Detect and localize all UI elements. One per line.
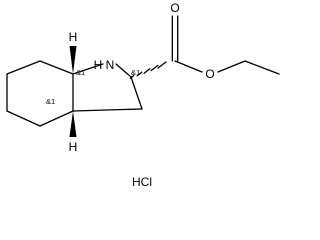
ester-group: O O xyxy=(129,1,280,81)
bridgehead-hydrogens: H H xyxy=(69,30,78,154)
wedge-bond-c7a-h xyxy=(69,46,77,74)
bond-c2-c3 xyxy=(130,76,143,110)
wedge-bond-c3a-h xyxy=(69,111,77,137)
stereo-label-c7a: &1 xyxy=(76,68,85,77)
bond-n1-c2 xyxy=(115,63,132,78)
chemical-structure-diagram: H H N H &1 &1 &1 O O HCl xyxy=(6,1,280,189)
stereo-label-c2: &1 xyxy=(131,68,140,77)
bond-carbonyl-ester-o xyxy=(174,60,203,73)
hashed-bond-c2-carboxyl xyxy=(129,61,167,80)
pyrrolidine-ring xyxy=(72,63,143,112)
nitrogen-atom: N H xyxy=(94,58,115,72)
bond-c7a-c7 xyxy=(39,60,74,75)
atom-h-c7a: H xyxy=(69,30,78,44)
atom-h-c3a: H xyxy=(69,140,78,154)
bond-c4-c3a xyxy=(39,110,74,127)
bond-c7-c6 xyxy=(6,60,41,75)
cyclohexane-ring xyxy=(6,60,74,127)
atom-o-carbonyl: O xyxy=(170,1,179,15)
bond-ester-o-ch2 xyxy=(217,60,246,73)
hydrochloride-label: HCl xyxy=(132,175,152,189)
bond-c3-c3a xyxy=(72,108,143,112)
stereo-descriptors: &1 &1 &1 xyxy=(46,68,140,106)
stereo-label-c3a: &1 xyxy=(46,97,55,106)
atom-n: N xyxy=(106,58,115,72)
atom-h-n: H xyxy=(94,58,103,72)
atom-o-ester: O xyxy=(205,67,214,81)
bond-c5-c4 xyxy=(6,110,41,127)
bond-ch2-ch3 xyxy=(244,60,280,75)
bond-c7a-n1 xyxy=(72,63,104,75)
